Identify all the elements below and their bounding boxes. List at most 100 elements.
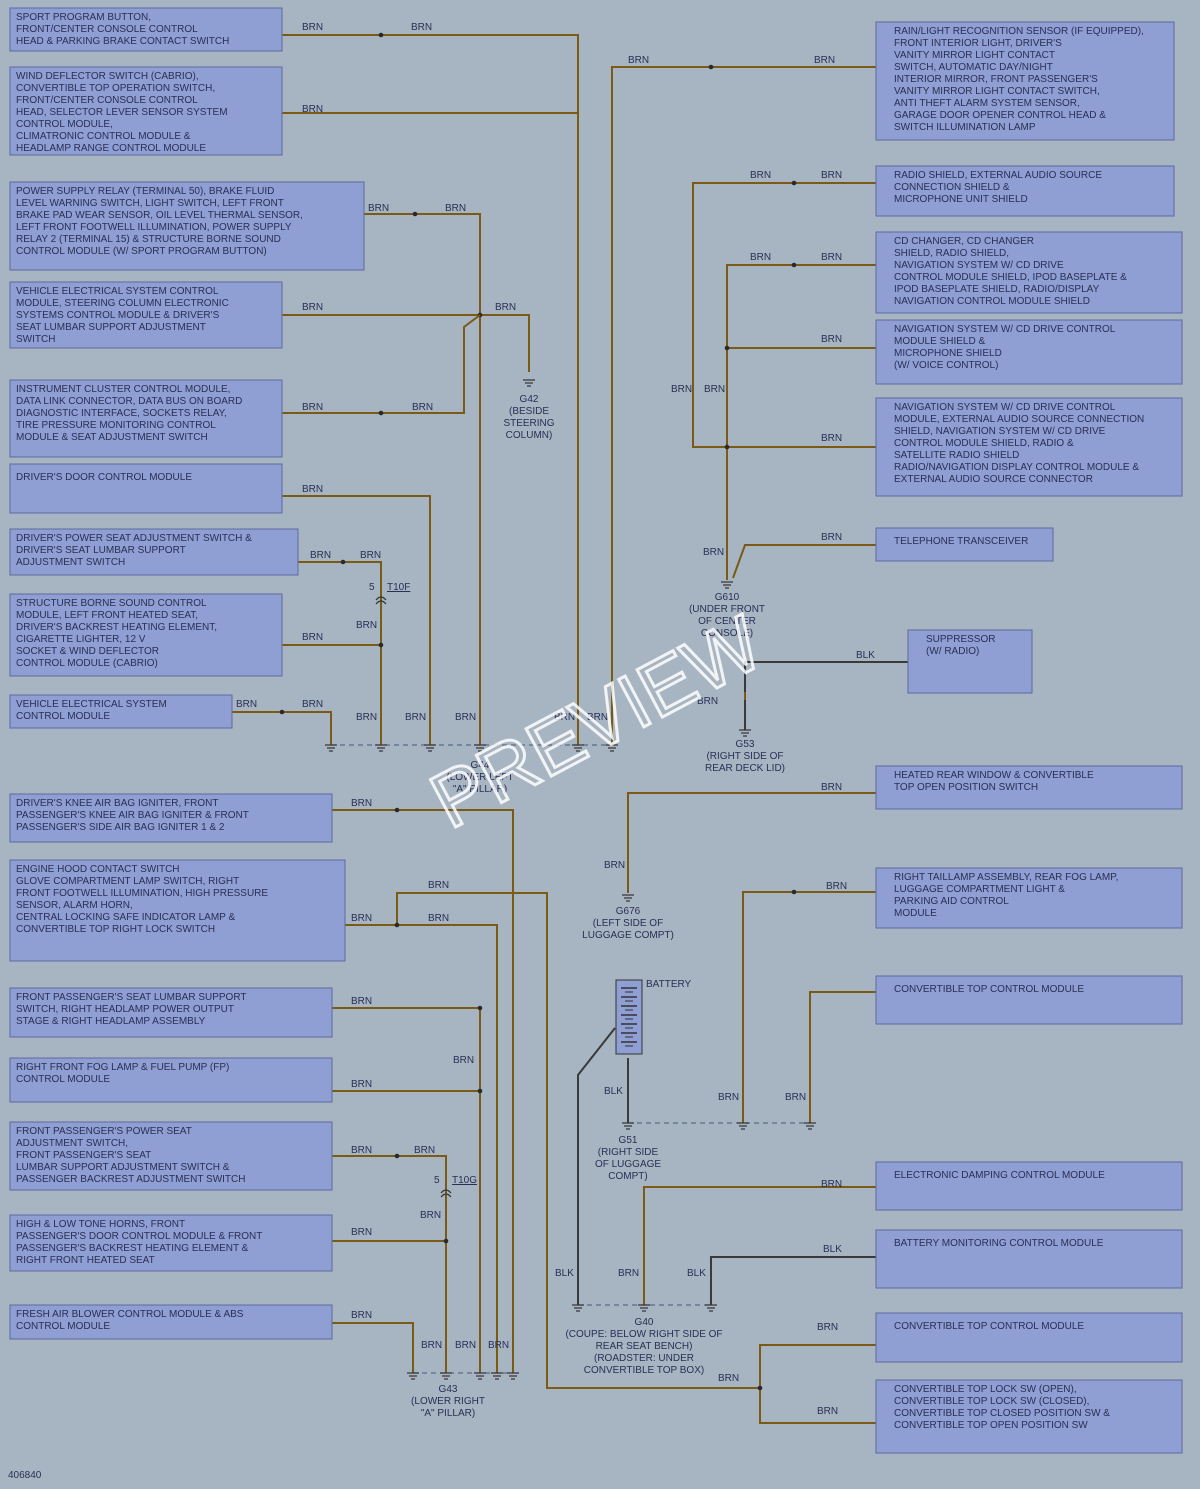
component-label: SYSTEMS CONTROL MODULE & DRIVER'S bbox=[16, 310, 220, 321]
component-box: RADIO SHIELD, EXTERNAL AUDIO SOURCECONNE… bbox=[875, 165, 1175, 217]
component-label: SWITCH ILLUMINATION LAMP bbox=[894, 122, 1036, 133]
component-box-frame bbox=[907, 629, 1033, 694]
ground-label-line: LUGGAGE COMPT) bbox=[582, 930, 674, 941]
wire bbox=[759, 1388, 876, 1424]
component-label: RAIN/LIGHT RECOGNITION SENSOR (IF EQUIPP… bbox=[894, 26, 1144, 37]
wire-color-label: BRN bbox=[302, 699, 323, 710]
splice-dot bbox=[340, 559, 346, 565]
component-label: INTERIOR MIRROR, FRONT PASSENGER'S bbox=[894, 74, 1098, 85]
component-label: ENGINE HOOD CONTACT SWITCH bbox=[16, 864, 180, 875]
wire-color-label: BRN bbox=[750, 170, 771, 181]
component-label: FRESH AIR BLOWER CONTROL MODULE & ABS bbox=[16, 1309, 244, 1320]
component-label: CONVERTIBLE TOP OPEN POSITION SW bbox=[894, 1420, 1088, 1431]
ground-symbol bbox=[739, 729, 751, 737]
connector-pin: 5 bbox=[369, 582, 375, 593]
component-label: TELEPHONE TRANSCEIVER bbox=[894, 536, 1028, 547]
component-label: RELAY 2 (TERMINAL 15) & STRUCTURE BORNE … bbox=[16, 234, 281, 245]
component-label: NAVIGATION SYSTEM W/ CD DRIVE CONTROL bbox=[894, 324, 1116, 335]
component-label: WIND DEFLECTOR SWITCH (CABRIO), bbox=[16, 71, 199, 82]
ground-label-line: G43 bbox=[439, 1384, 458, 1395]
ground-symbol bbox=[375, 744, 387, 752]
wire-color-label: BRN bbox=[814, 55, 835, 66]
component-label: DIAGNOSTIC INTERFACE, SOCKETS RELAY, bbox=[16, 408, 227, 419]
wire bbox=[577, 1027, 616, 1305]
ground-symbol bbox=[721, 581, 733, 589]
ground-label-line: (COUPE: BELOW RIGHT SIDE OF bbox=[565, 1329, 722, 1340]
component-box-frame bbox=[9, 7, 283, 52]
component-label: INSTRUMENT CLUSTER CONTROL MODULE, bbox=[16, 384, 230, 395]
component-box: SPORT PROGRAM BUTTON,FRONT/CENTER CONSOL… bbox=[9, 7, 283, 52]
component-label: PASSENGER BACKREST ADJUSTMENT SWITCH bbox=[16, 1174, 245, 1185]
component-box: WIND DEFLECTOR SWITCH (CABRIO),CONVERTIB… bbox=[9, 66, 283, 156]
component-label: GARAGE DOOR OPENER CONTROL HEAD & bbox=[894, 110, 1106, 121]
ground-label-line: (BESIDE bbox=[509, 406, 549, 417]
component-label: FRONT INTERIOR LIGHT, DRIVER'S bbox=[894, 38, 1062, 49]
wire-color-label: BRN bbox=[302, 402, 323, 413]
component-label: MICROPHONE UNIT SHIELD bbox=[894, 194, 1028, 205]
component-label: BATTERY MONITORING CONTROL MODULE bbox=[894, 1238, 1104, 1249]
component-label: DRIVER'S POWER SEAT ADJUSTMENT SWITCH & bbox=[16, 533, 252, 544]
component-label: DRIVER'S BACKREST HEATING ELEMENT, bbox=[16, 622, 217, 633]
wire-color-label: BRN bbox=[310, 550, 331, 561]
wire-color-label: BLK bbox=[555, 1268, 574, 1279]
component-box-frame bbox=[9, 528, 299, 576]
splice-dot bbox=[477, 1088, 483, 1094]
wire-color-label: BRN bbox=[356, 712, 377, 723]
wire-color-label: BRN bbox=[826, 881, 847, 892]
wire-color-label: BRN bbox=[704, 384, 725, 395]
wire-color-label: BRN bbox=[302, 104, 323, 115]
component-label: MODULE & SEAT ADJUSTMENT SWITCH bbox=[16, 432, 208, 443]
ground-label-line: OF LUGGAGE bbox=[595, 1159, 661, 1170]
component-label: (W/ RADIO) bbox=[926, 646, 979, 657]
wire bbox=[692, 182, 876, 448]
wire bbox=[298, 561, 382, 745]
wire-color-label: BRN bbox=[368, 203, 389, 214]
component-label: LEFT FRONT FOOTWELL ILLUMINATION, POWER … bbox=[16, 222, 292, 233]
ground-symbol bbox=[474, 1372, 486, 1380]
wire-color-label: BRN bbox=[495, 302, 516, 313]
component-box-frame bbox=[875, 319, 1183, 385]
wire-color-label: BRN bbox=[351, 1227, 372, 1238]
splice-dot bbox=[394, 807, 400, 813]
component-label: LEVEL WARNING SWITCH, LIGHT SWITCH, LEFT… bbox=[16, 198, 284, 209]
component-box-frame bbox=[9, 1057, 333, 1103]
wire-color-label: BRN bbox=[821, 433, 842, 444]
component-label: CONVERTIBLE TOP OPERATION SWITCH, bbox=[16, 83, 215, 94]
component-box: NAVIGATION SYSTEM W/ CD DRIVE CONTROLMOD… bbox=[875, 319, 1183, 385]
component-label: CD CHANGER, CD CHANGER bbox=[894, 236, 1034, 247]
wire-color-label: BRN bbox=[455, 1340, 476, 1351]
diagram-code: 406840 bbox=[8, 1470, 42, 1481]
component-label: CONVERTIBLE TOP RIGHT LOCK SWITCH bbox=[16, 924, 215, 935]
ground-label-line: G610 bbox=[715, 592, 740, 603]
component-box: RAIN/LIGHT RECOGNITION SENSOR (IF EQUIPP… bbox=[875, 21, 1175, 141]
ground-symbol bbox=[572, 744, 584, 752]
wire-color-label: BRN bbox=[428, 913, 449, 924]
component-box: DRIVER'S KNEE AIR BAG IGNITER, FRONTPASS… bbox=[9, 793, 333, 843]
component-box-frame bbox=[875, 527, 1054, 562]
component-label: SENSOR, ALARM HORN, bbox=[16, 900, 133, 911]
component-box: RIGHT FRONT FOG LAMP & FUEL PUMP (FP)CON… bbox=[9, 1057, 333, 1103]
component-boxes: SPORT PROGRAM BUTTON,FRONT/CENTER CONSOL… bbox=[9, 7, 1183, 1454]
wire-color-label: BRN bbox=[445, 203, 466, 214]
ground-label-line: G40 bbox=[635, 1317, 654, 1328]
component-label: PASSENGER'S KNEE AIR BAG IGNITER & FRONT bbox=[16, 810, 249, 821]
wire bbox=[732, 544, 876, 579]
wire-color-label: BRN bbox=[351, 1145, 372, 1156]
component-label: DRIVER'S SEAT LUMBAR SUPPORT bbox=[16, 545, 186, 556]
component-label: RIGHT FRONT HEATED SEAT bbox=[16, 1255, 155, 1266]
component-label: STAGE & RIGHT HEADLAMP ASSEMBLY bbox=[16, 1016, 206, 1027]
ground-label-line: (LOWER LEFT bbox=[446, 772, 513, 783]
component-label: SPORT PROGRAM BUTTON, bbox=[16, 12, 151, 23]
wire bbox=[726, 264, 876, 580]
wire bbox=[332, 1322, 414, 1373]
ground-symbol bbox=[491, 1372, 503, 1380]
component-label: FRONT/CENTER CONSOLE CONTROL bbox=[16, 24, 198, 35]
wire bbox=[710, 1256, 876, 1305]
component-label: SUPPRESSOR bbox=[926, 634, 995, 645]
component-label: LUMBAR SUPPORT ADJUSTMENT SWITCH & bbox=[16, 1162, 230, 1173]
splice-dot bbox=[378, 642, 384, 648]
component-label: CENTRAL LOCKING SAFE INDICATOR LAMP & bbox=[16, 912, 235, 923]
component-label: FRONT FOOTWELL ILLUMINATION, HIGH PRESSU… bbox=[16, 888, 268, 899]
component-box-frame bbox=[875, 1229, 1183, 1289]
